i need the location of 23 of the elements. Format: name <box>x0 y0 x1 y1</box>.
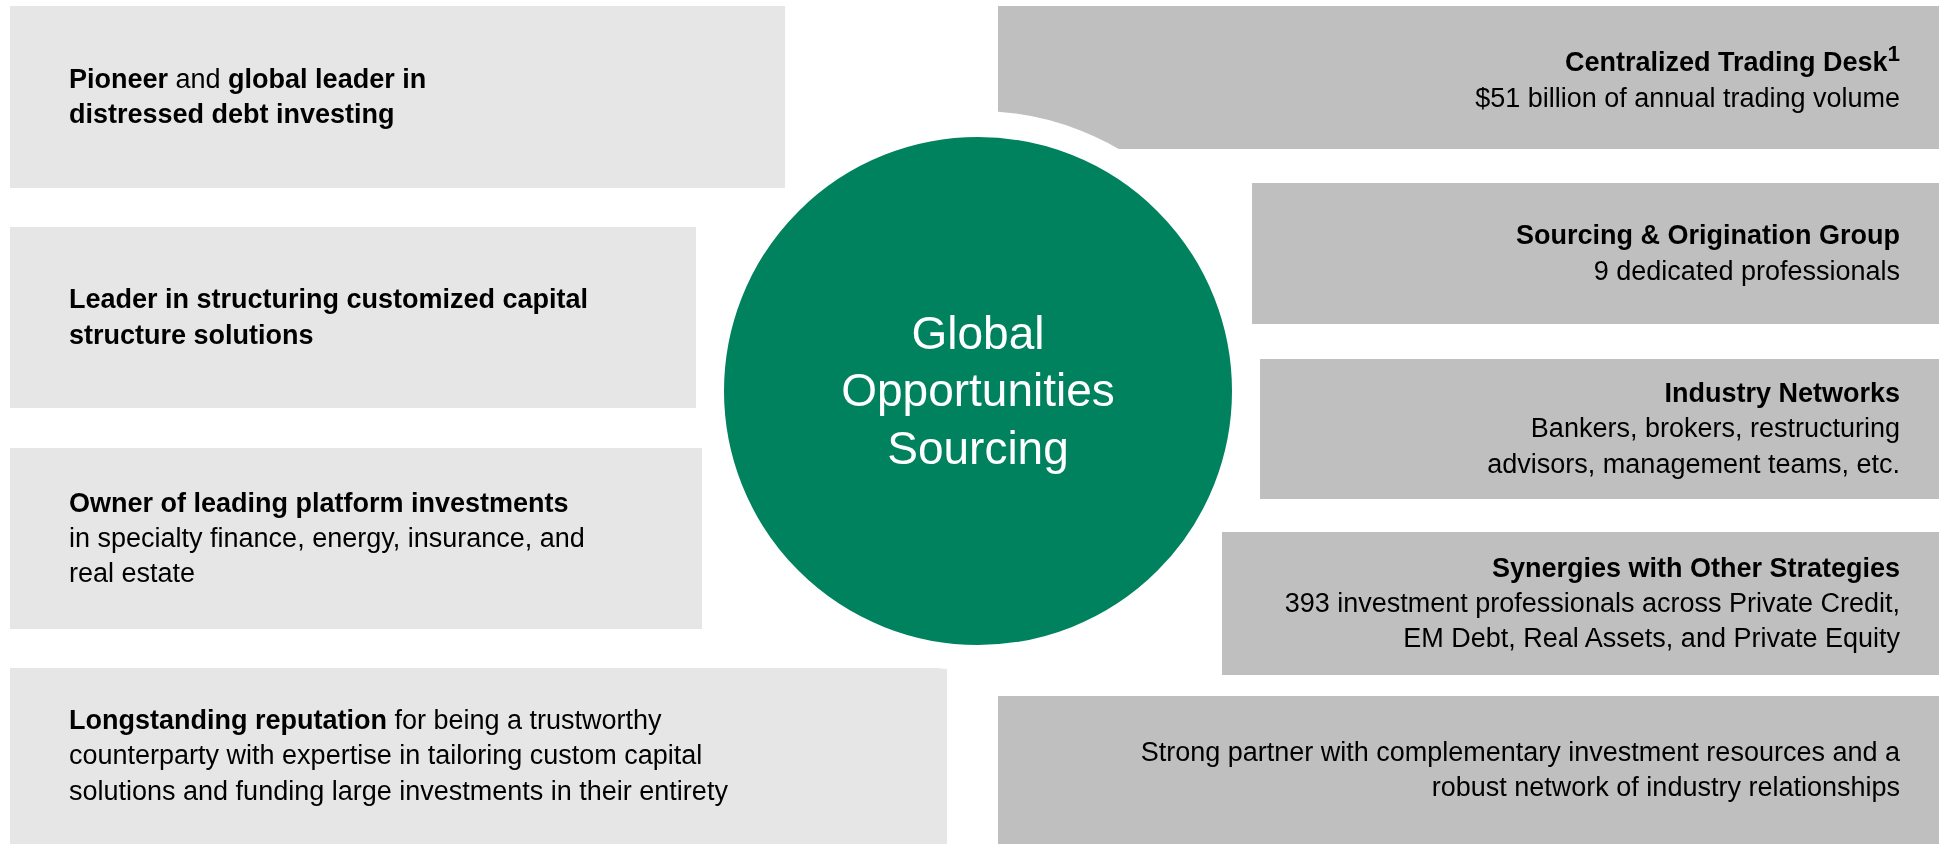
text-panel <box>10 6 785 188</box>
panel-text: Bankers, brokers, restructuring advisors, management teams, etc. <box>1486 412 1900 481</box>
panel-text: $51 billion of annual trading volume <box>1475 81 1900 115</box>
circle-label: Global Opportunities Sourcing <box>840 305 1116 476</box>
text-panel <box>1252 183 1939 324</box>
panel-text: Strong partner with complementary investment resources and a robust network of industry relationships <box>1139 735 1900 804</box>
panel-heading: Sourcing & Origination Group <box>1516 219 1900 253</box>
panel-text: 9 dedicated professionals <box>1593 254 1900 288</box>
panel-text: Longstanding reputation for being a trustworthy counterparty with expertise in tailoring custom capital solutions and funding large investments in their entirety <box>69 704 729 808</box>
text-panel <box>1260 359 1939 499</box>
panel-text: Owner of leading platform investments in specialty finance, energy, insurance, and real estate <box>69 486 586 591</box>
panel-text: Leader in structuring customized capital structure solutions <box>69 283 590 352</box>
panel-text: 393 investment professionals across Private Credit, EM Debt, Real Assets, and Private Equity <box>1283 586 1900 656</box>
panel-text: Pioneer and global leader in distressed debt investing <box>69 62 428 131</box>
text-panel <box>1222 532 1939 675</box>
text-panel <box>998 6 1939 149</box>
text-panel <box>10 448 702 629</box>
text-panel <box>10 668 947 844</box>
panel-heading: Centralized Trading Desk$^{1}$ <box>1564 40 1900 80</box>
text-panel <box>10 227 696 408</box>
panel-heading: Synergies with Other Strategies <box>1490 551 1900 585</box>
panel-heading: Industry Networks <box>1663 377 1900 411</box>
text-panel <box>998 696 1939 844</box>
